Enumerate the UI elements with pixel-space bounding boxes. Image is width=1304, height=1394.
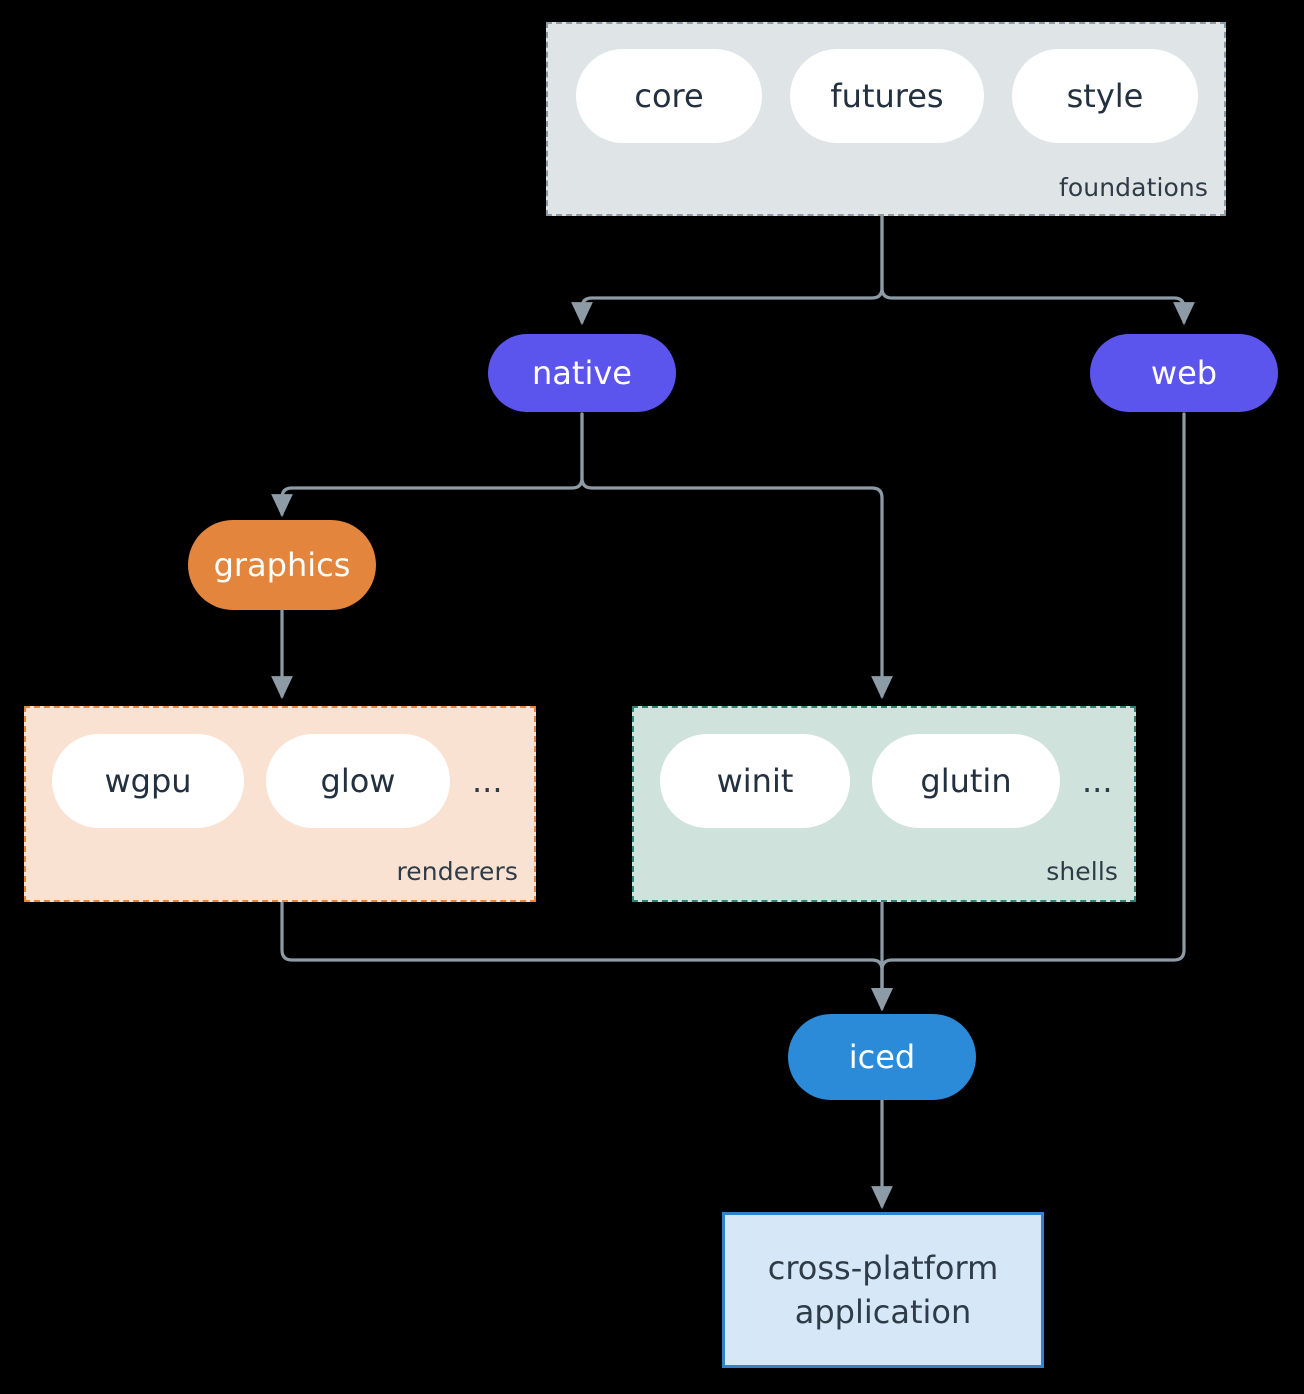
group-label-foundations: foundations: [1059, 173, 1208, 202]
node-native[interactable]: native: [488, 334, 676, 412]
application-line-1: cross-platform: [767, 1248, 999, 1287]
node-iced[interactable]: iced: [788, 1014, 976, 1100]
application-line-2: application: [794, 1293, 972, 1331]
edge-foundations-to-web: [880, 214, 1195, 326]
pill-wgpu[interactable]: wgpu: [52, 734, 244, 828]
group-shells: winit glutin ... shells: [632, 706, 1136, 902]
node-graphics[interactable]: graphics: [188, 520, 376, 610]
edge-renderers-to-iced: [280, 900, 893, 1012]
renderers-items: wgpu glow ...: [52, 734, 513, 828]
pill-style[interactable]: style: [1012, 49, 1198, 143]
shells-items: winit glutin ...: [660, 734, 1123, 828]
pill-glow[interactable]: glow: [266, 734, 450, 828]
edge-native-to-shells: [580, 412, 893, 700]
node-application[interactable]: cross-platform application: [722, 1212, 1044, 1368]
renderers-more-ellipsis: ...: [472, 762, 503, 800]
pill-glutin[interactable]: glutin: [872, 734, 1060, 828]
node-web[interactable]: web: [1090, 334, 1278, 412]
group-foundations: core futures style foundations: [546, 22, 1226, 216]
shells-more-ellipsis: ...: [1082, 762, 1113, 800]
group-label-renderers: renderers: [396, 857, 518, 886]
pill-core[interactable]: core: [576, 49, 762, 143]
pill-winit[interactable]: winit: [660, 734, 850, 828]
group-label-shells: shells: [1046, 857, 1118, 886]
edge-foundations-to-native: [571, 214, 884, 326]
foundations-items: core futures style: [576, 49, 1198, 143]
pill-futures[interactable]: futures: [790, 49, 984, 143]
group-renderers: wgpu glow ... renderers: [24, 706, 536, 902]
edge-native-to-graphics: [271, 412, 584, 518]
